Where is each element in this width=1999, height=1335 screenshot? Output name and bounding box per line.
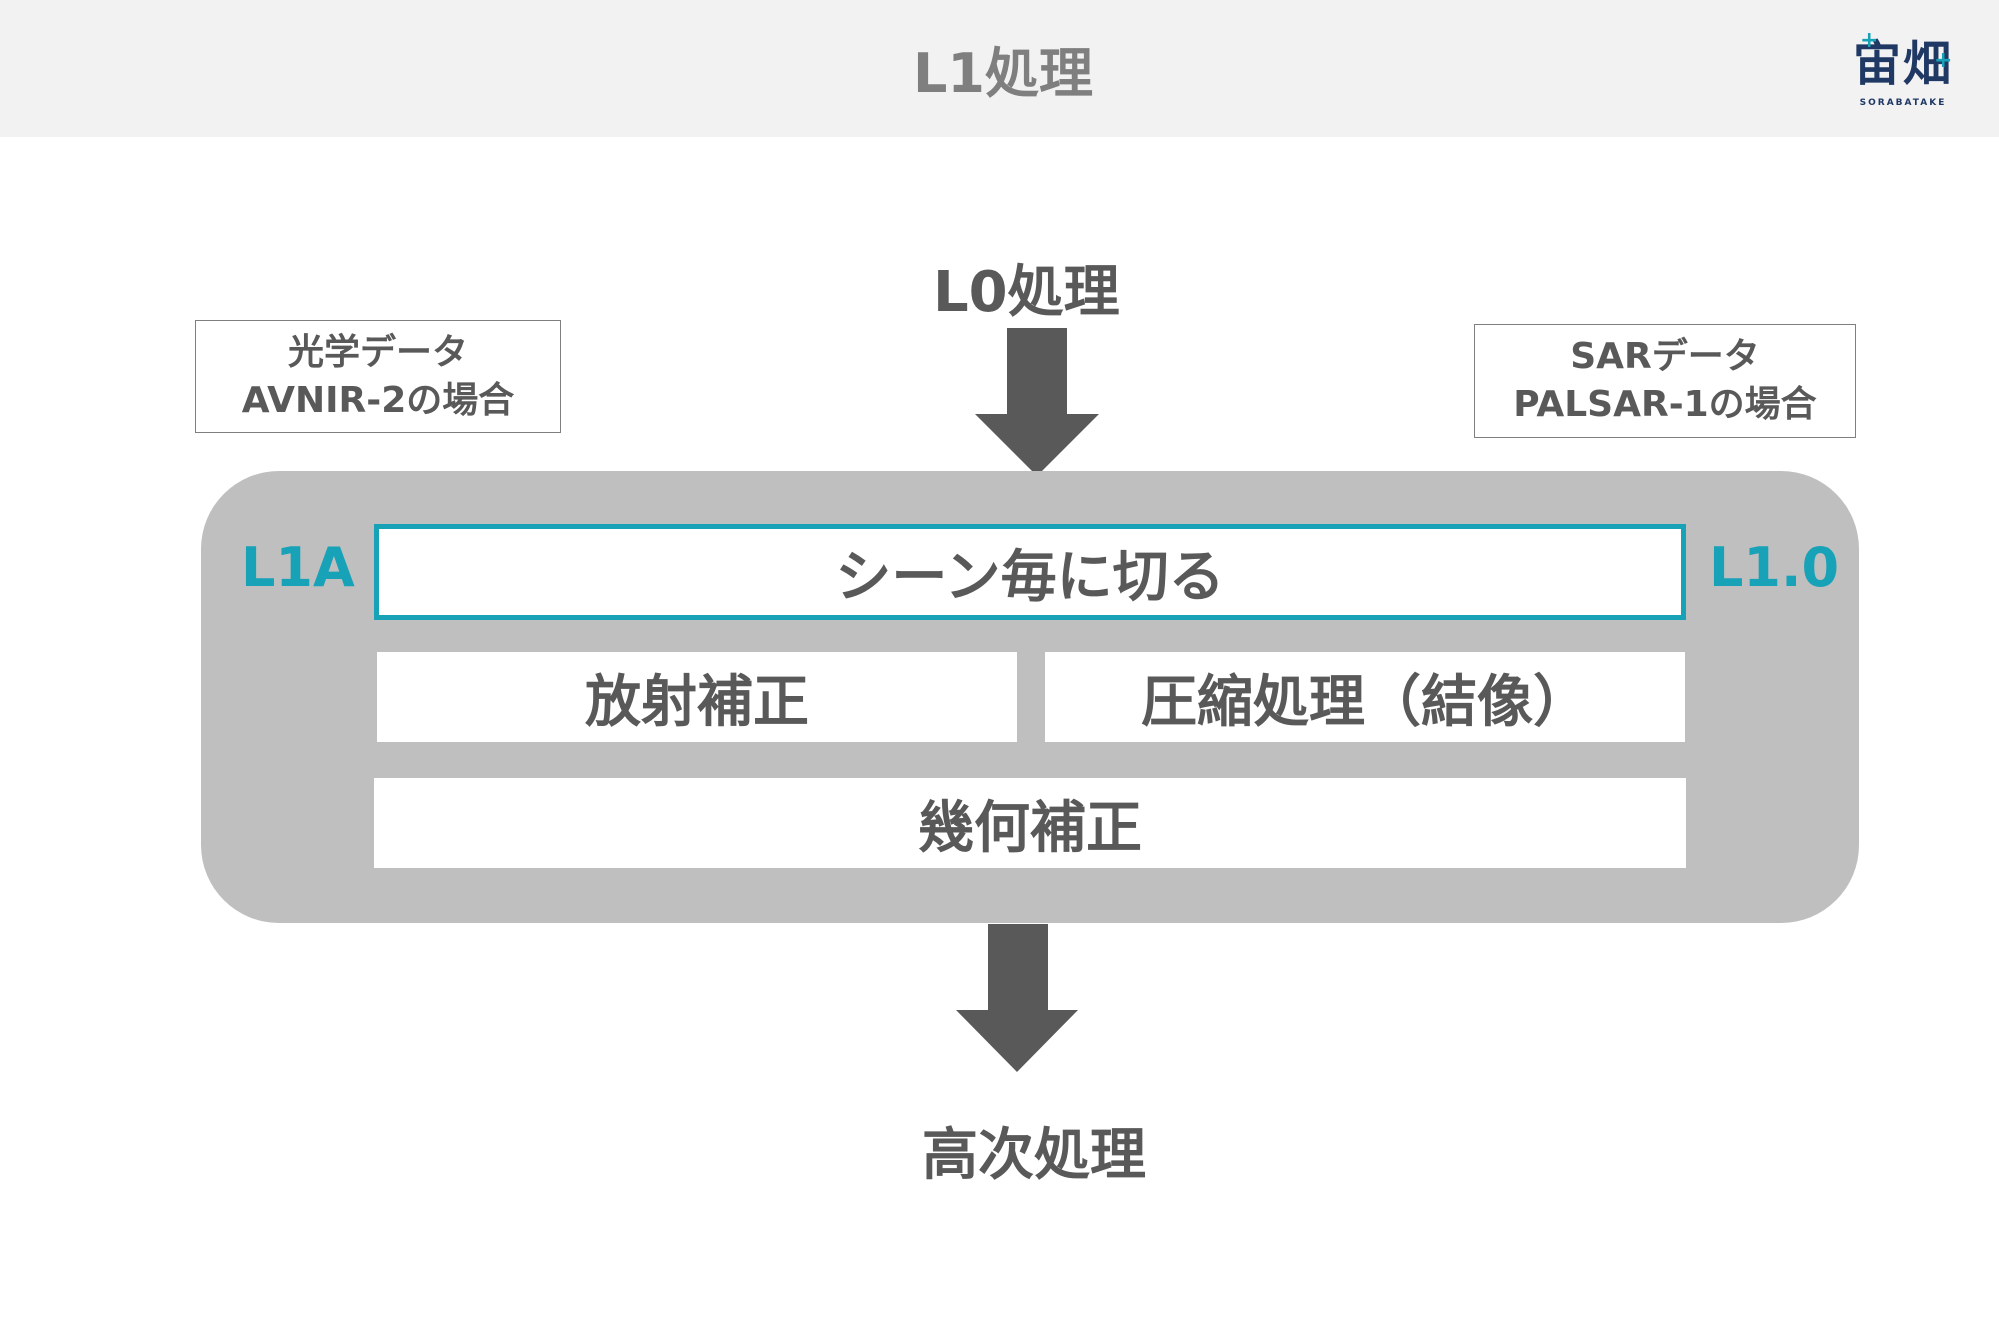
down-arrow-bottom-icon <box>956 924 1078 1072</box>
level-label-l10: L1.0 <box>1709 536 1840 599</box>
sar-note-box: SARデータ PALSAR-1の場合 <box>1474 324 1856 438</box>
optical-note-box: 光学データ AVNIR-2の場合 <box>195 320 561 433</box>
input-process-label: L0処理 <box>933 260 1120 325</box>
page-title: L1処理 <box>913 42 1093 105</box>
optical-note-line2: AVNIR-2の場合 <box>241 379 515 421</box>
step-radiometric-correction: 放射補正 <box>377 652 1017 742</box>
step-scene-cut: シーン毎に切る <box>374 524 1686 620</box>
optical-note-line1: 光学データ <box>287 331 468 373</box>
sar-note-line1: SARデータ <box>1570 336 1760 377</box>
logo-mark: 宙畑 <box>1852 36 1953 92</box>
output-process-label: 高次処理 <box>922 1123 1146 1188</box>
logo-subtext: SORABATAKE <box>1859 98 1947 108</box>
header-bar <box>0 0 1999 137</box>
level-label-l1a: L1A <box>241 536 355 599</box>
logo-plus-icon: + <box>1860 28 1879 53</box>
step-geometric-correction: 幾何補正 <box>374 778 1686 868</box>
sar-note-line2: PALSAR-1の場合 <box>1513 384 1817 425</box>
down-arrow-top-icon <box>975 328 1099 476</box>
step-compression: 圧縮処理（結像） <box>1045 652 1685 742</box>
logo-plus-icon: + <box>1934 48 1953 73</box>
sorabatake-logo: 宙畑 + + SORABATAKE <box>1838 28 1968 110</box>
